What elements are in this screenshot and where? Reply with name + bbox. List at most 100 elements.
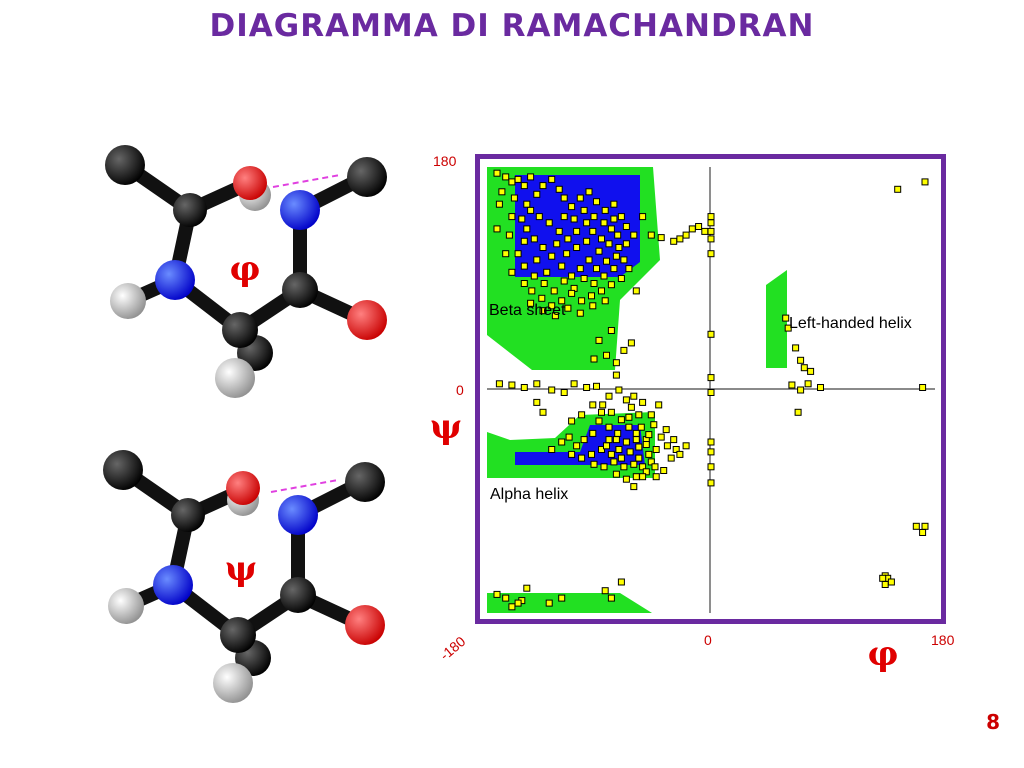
plot-axes <box>487 167 935 613</box>
data-point <box>707 213 715 221</box>
data-point <box>540 280 548 287</box>
y-tick-label-minus-180: -180 <box>437 633 469 663</box>
data-point <box>580 206 588 214</box>
data-point <box>548 302 556 310</box>
data-point <box>505 231 513 239</box>
data-point <box>564 235 572 243</box>
data-point <box>676 450 684 458</box>
data-point <box>514 175 522 183</box>
data-point <box>560 277 568 285</box>
plot-frame <box>475 154 946 624</box>
hydrogen-atom <box>215 358 255 398</box>
data-point <box>573 227 581 235</box>
data-point <box>707 250 715 258</box>
alpha-helix-core-region <box>515 425 645 465</box>
data-point <box>707 389 715 396</box>
oxygen-atom <box>226 471 260 505</box>
data-point <box>502 173 510 181</box>
data-point <box>576 309 584 317</box>
data-point <box>545 599 553 607</box>
data-point <box>520 384 528 391</box>
data-point <box>595 336 603 344</box>
data-point <box>707 330 715 338</box>
data-point <box>551 312 559 320</box>
data-point <box>558 262 566 270</box>
data-point <box>632 436 640 444</box>
data-point <box>663 442 671 450</box>
data-point <box>792 344 800 352</box>
data-point <box>573 442 581 450</box>
data-point <box>493 225 501 233</box>
data-point <box>617 416 625 424</box>
data-point <box>550 287 558 295</box>
data-point <box>639 398 647 406</box>
data-point <box>590 213 598 221</box>
data-point <box>607 281 615 289</box>
data-point <box>493 169 501 177</box>
data-point <box>518 597 526 605</box>
bottom-allowed-region <box>487 593 652 613</box>
data-point <box>590 460 598 468</box>
data-point <box>589 227 597 235</box>
data-point <box>593 198 600 206</box>
data-point <box>912 522 920 530</box>
psi-symbol: ψ <box>225 549 257 589</box>
data-point <box>520 182 528 190</box>
data-point <box>626 448 634 456</box>
data-point <box>598 446 605 453</box>
data-point <box>578 454 586 462</box>
carbon-atom <box>222 312 258 348</box>
data-point <box>645 431 653 439</box>
data-point <box>707 463 715 471</box>
data-point <box>635 454 643 462</box>
data-point <box>707 219 715 227</box>
y-tick-label-180: 180 <box>433 153 457 169</box>
data-point <box>652 473 660 481</box>
y-axis-label-psi: ψ <box>430 407 462 447</box>
data-point <box>568 203 576 211</box>
data-point <box>563 250 571 258</box>
data-point <box>610 458 618 466</box>
data-point <box>632 473 640 481</box>
data-point <box>881 581 889 588</box>
data-point <box>601 297 609 305</box>
data-point <box>642 468 650 476</box>
data-point <box>589 429 597 437</box>
data-point <box>707 374 715 382</box>
data-point <box>560 389 568 396</box>
data-point <box>583 219 591 227</box>
data-point <box>568 450 576 458</box>
data-points <box>493 169 929 611</box>
data-point <box>879 574 887 582</box>
data-point <box>601 206 609 214</box>
data-point <box>508 603 516 611</box>
data-point <box>535 213 543 221</box>
data-point <box>588 292 595 300</box>
data-point <box>615 386 623 394</box>
data-point <box>639 473 647 481</box>
data-point <box>543 268 551 276</box>
data-point <box>583 384 591 391</box>
data-point <box>533 190 541 198</box>
hydrogen-atom <box>108 588 144 624</box>
x-tick-label-180: 180 <box>931 632 955 648</box>
data-point <box>632 287 640 295</box>
data-point <box>632 429 640 437</box>
data-point <box>502 250 510 258</box>
data-point <box>662 426 670 434</box>
data-point <box>617 213 625 221</box>
data-point <box>518 215 526 223</box>
data-point <box>620 346 628 354</box>
oxygen-atom <box>347 300 387 340</box>
data-point <box>800 364 808 372</box>
data-point <box>527 299 535 307</box>
data-point <box>660 467 668 474</box>
data-point <box>625 413 633 421</box>
data-point <box>508 178 516 186</box>
data-point <box>530 235 538 243</box>
data-point <box>617 275 625 282</box>
data-point <box>676 235 684 243</box>
data-point <box>625 265 633 273</box>
nitrogen-atom <box>153 565 193 605</box>
data-point <box>568 417 576 425</box>
